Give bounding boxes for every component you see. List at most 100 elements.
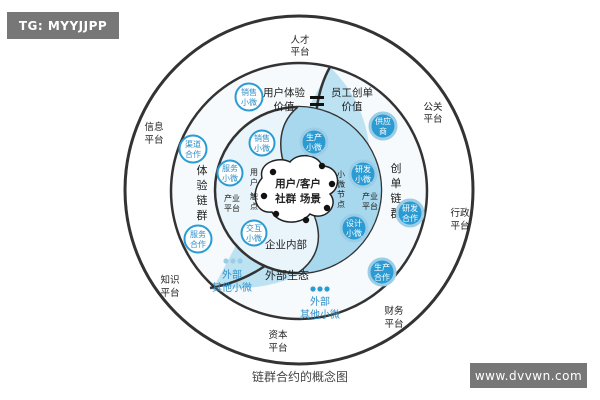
finance-platform-l2: 平台 — [384, 318, 403, 330]
dot — [230, 258, 236, 264]
design-l2: 小微 — [346, 228, 362, 238]
center-text-l2: 社群 场景 — [274, 192, 321, 205]
service-micro-bubble — [216, 159, 244, 187]
diagram-caption: 链群合约的概念图 — [251, 370, 348, 384]
ext-right-l2: 其他小微 — [300, 308, 340, 321]
exp-chain-1: 体 — [197, 163, 208, 177]
talent-platform-l2: 平台 — [290, 46, 309, 58]
cloud-dot — [272, 210, 280, 218]
info-platform-l2: 平台 — [144, 134, 163, 146]
pr-platform-l2: 平台 — [423, 113, 442, 125]
sales-inner-l2: 小微 — [254, 143, 270, 153]
cloud-dot — [260, 192, 268, 200]
interaction-l1: 交互 — [246, 223, 262, 233]
capital-platform-l1: 资本 — [268, 329, 288, 341]
sales-micro-outer-bubble — [234, 82, 264, 112]
industry-left-l1: 产业 — [224, 193, 240, 203]
enterprise-internal-label: 企业内部 — [265, 238, 307, 251]
equals-bar — [310, 96, 324, 99]
rd-inner-l1: 研发 — [355, 164, 371, 174]
production-inner-l2: 小微 — [306, 142, 322, 152]
service-micro-l1: 服务 — [222, 163, 238, 173]
sales-micro-inner-bubble — [248, 129, 276, 157]
cloud-dot — [302, 216, 310, 224]
dot — [237, 258, 243, 264]
external-eco-label: 外部生态 — [265, 268, 309, 282]
node-4: 点 — [337, 200, 345, 209]
supplier-l2: 商 — [379, 126, 387, 136]
talent-platform-l1: 人才 — [290, 34, 309, 46]
production-partner-l1: 生产 — [374, 262, 390, 272]
watermark-bottom: www.dvvwn.com — [470, 363, 587, 388]
info-platform-l1: 信息 — [144, 121, 163, 133]
design-micro-bubble — [339, 213, 369, 243]
cloud-dot — [269, 168, 277, 176]
touchpoint-3: 触 — [250, 191, 258, 201]
create-chain-2: 单 — [391, 177, 402, 190]
user-value-l1: 用户体验 — [263, 86, 305, 99]
external-micro-right: 外部 其他小微 — [300, 286, 340, 321]
rd-partner-l1: 研发 — [402, 203, 418, 213]
node-1: 小 — [337, 170, 345, 179]
user-value-l2: 价值 — [274, 100, 295, 113]
service-partner-l2: 合作 — [190, 239, 206, 249]
capital-platform-l2: 平台 — [268, 342, 287, 354]
finance-platform-l1: 财务 — [384, 305, 404, 317]
dot — [310, 286, 316, 292]
design-l1: 设计 — [346, 218, 362, 228]
dot — [223, 258, 229, 264]
knowledge-platform-l1: 知识 — [160, 274, 179, 286]
employee-value-l1: 员工创单 — [331, 86, 373, 99]
interaction-micro-bubble — [240, 219, 268, 247]
cloud-dot — [328, 180, 336, 188]
node-2: 微 — [337, 179, 345, 189]
rd-inner-l2: 小微 — [355, 174, 371, 184]
sales-outer-l2: 小微 — [241, 97, 257, 107]
production-inner-l1: 生产 — [306, 132, 322, 142]
cloud-dot — [318, 162, 326, 170]
production-partner-l2: 合作 — [374, 272, 390, 282]
exp-chain-2: 验 — [197, 178, 208, 192]
channel-l2: 合作 — [185, 149, 201, 159]
sales-outer-l1: 销售 — [241, 87, 257, 97]
industry-left-l2: 平台 — [224, 203, 240, 213]
watermark-top: TG: MYYJJPP — [7, 12, 119, 39]
external-micro-left: 外部 其他小微 — [212, 258, 252, 294]
pr-platform-l1: 公关 — [423, 101, 443, 113]
channel-l1: 渠道 — [185, 139, 201, 149]
node-3: 节 — [337, 190, 345, 199]
rd-micro-bubble — [348, 159, 378, 189]
dot — [317, 286, 323, 292]
equals-bar — [310, 103, 324, 106]
center-text-l1: 用户/客户 — [274, 177, 321, 190]
ext-left-l1: 外部 — [222, 268, 242, 281]
ext-right-l1: 外部 — [310, 295, 330, 308]
supplier-bubble — [368, 111, 398, 141]
exp-chain-3: 链 — [197, 193, 208, 207]
service-partner-bubble — [183, 224, 213, 254]
admin-platform-l2: 平台 — [450, 220, 469, 232]
sales-inner-l1: 销售 — [254, 133, 270, 143]
rd-partner-bubble — [395, 198, 425, 228]
create-chain-1: 创 — [391, 162, 402, 175]
employee-value-l2: 价值 — [342, 100, 363, 113]
channel-partner-bubble — [178, 134, 208, 164]
service-partner-l1: 服务 — [190, 229, 206, 239]
production-micro-inner-bubble — [299, 127, 329, 157]
production-partner-bubble — [367, 257, 397, 287]
touchpoint-4: 点 — [250, 202, 258, 211]
interaction-l2: 小微 — [246, 233, 262, 243]
knowledge-platform-l2: 平台 — [160, 287, 179, 299]
service-micro-l2: 小微 — [222, 173, 238, 183]
admin-platform-l1: 行政 — [450, 207, 470, 219]
ext-left-l2: 其他小微 — [212, 281, 252, 294]
touchpoint-2: 户 — [250, 177, 258, 187]
supplier-l1: 供应 — [375, 116, 391, 126]
cloud-dot — [323, 204, 331, 212]
touchpoint-1: 用 — [250, 168, 258, 177]
exp-chain-4: 群 — [197, 208, 208, 222]
industry-right-l2: 平台 — [362, 201, 378, 211]
industry-right-l1: 产业 — [362, 191, 378, 201]
create-chain-3: 链 — [391, 191, 402, 205]
